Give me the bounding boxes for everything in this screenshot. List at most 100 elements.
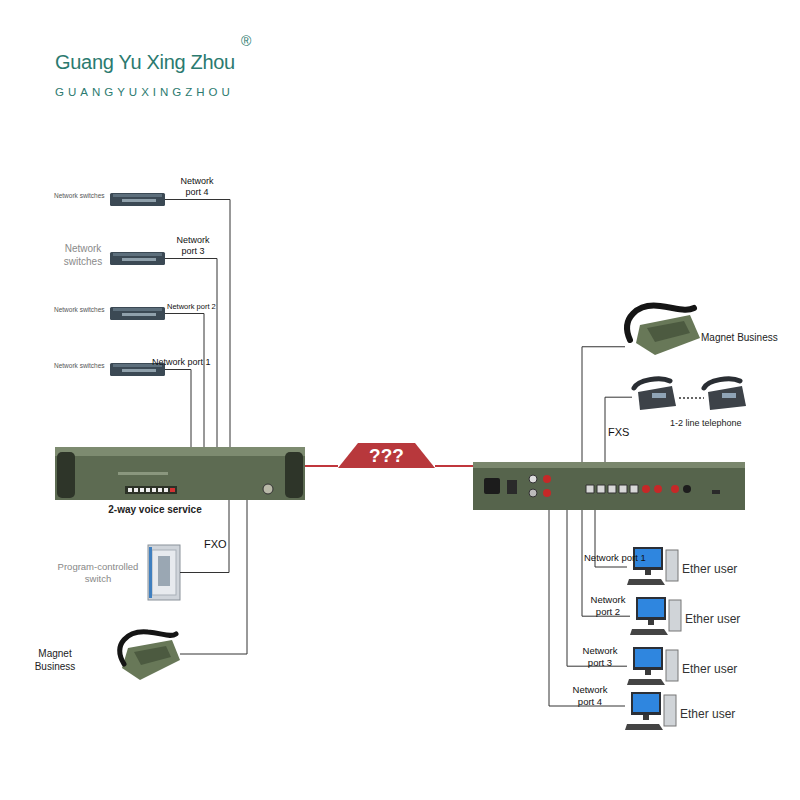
status-leds [128, 488, 168, 492]
switch-ports [122, 258, 156, 261]
monitor-screen [638, 599, 664, 617]
computer-illustration [627, 647, 678, 685]
desk-phone-illustration [634, 379, 746, 410]
phone-keypad [134, 646, 171, 665]
connector-line [582, 347, 625, 462]
port-label: Network port 2 [586, 594, 630, 618]
node-label: Ether user [682, 562, 737, 577]
round-connector [529, 475, 537, 483]
ether-user-pc: Ether user [625, 692, 677, 732]
switch-body [110, 193, 165, 206]
switch-top [113, 308, 162, 311]
node-label: Ether user [685, 612, 740, 627]
terminal-device-illustration [473, 462, 745, 510]
phone-body [122, 640, 180, 680]
computer-illustration [630, 597, 681, 635]
monitor-screen [635, 649, 661, 667]
switch-top [113, 194, 162, 197]
phone-handset [634, 379, 670, 388]
cabinet-body [148, 545, 180, 600]
keyboard [625, 724, 663, 730]
connector-line [165, 314, 204, 448]
cabinet-door [152, 550, 176, 595]
port-label: FXO [204, 538, 227, 552]
node-label: Network switches [60, 243, 106, 268]
brand-subtitle: GUANGYUXINGZHOU [55, 85, 234, 99]
status-led [712, 490, 720, 494]
keyboard [627, 679, 665, 685]
phone-body [638, 386, 676, 410]
power-socket [484, 478, 500, 494]
device-handle [57, 452, 75, 498]
alarm-led [170, 488, 175, 492]
device-front [473, 468, 745, 510]
switch-ports [122, 199, 156, 202]
pc-tower [666, 650, 678, 681]
ether-user-pc: Ether user [630, 597, 682, 637]
node-label: Network switches [54, 306, 105, 314]
port-label: Network port 2 [167, 302, 216, 311]
switch-ports [122, 369, 156, 372]
rf-connector [263, 484, 273, 494]
node-label: Magnet Business [701, 332, 778, 345]
cabinet-panel [158, 556, 170, 586]
connector-line [180, 500, 247, 654]
band-shape [338, 443, 435, 468]
device-front [55, 456, 305, 500]
phone-body [708, 386, 746, 410]
phone-screen [652, 393, 666, 398]
ether-user-pc: Ether user [627, 647, 679, 687]
device-top [473, 462, 745, 469]
device-handle [285, 452, 303, 498]
port-label: Network port 3 [578, 645, 622, 669]
power-switch [507, 480, 517, 494]
registered-mark: ® [241, 33, 251, 51]
switch-illustration [110, 193, 165, 206]
port-label: Network port 1 [584, 552, 646, 564]
connector-line [435, 465, 473, 467]
pc-tower [669, 600, 681, 631]
network-switch: Network switches [110, 252, 165, 265]
binding-post [671, 485, 679, 493]
round-connector [543, 475, 551, 483]
phone-handset [704, 379, 740, 388]
port-label: FXS [608, 426, 629, 440]
phone-handset [627, 306, 694, 340]
device-nameplate [118, 472, 168, 475]
cabinet-edge [149, 547, 152, 598]
device-top [55, 447, 305, 457]
binding-post [683, 485, 691, 493]
switch-illustration [110, 252, 165, 265]
keyboard [630, 629, 668, 635]
node-label: Ether user [682, 662, 737, 677]
dotted-continuation [679, 397, 704, 399]
node-label: Magnet Business [30, 648, 80, 673]
pc-tower [664, 695, 676, 726]
connector-line [605, 397, 632, 462]
monitor-stand [643, 715, 649, 720]
connector-line [305, 465, 338, 467]
network-switch: Network switches [110, 307, 165, 320]
monitor [631, 692, 661, 715]
network-switch: Network switches [110, 193, 165, 206]
node-label: Ether user [680, 707, 735, 722]
cabinet-illustration [148, 545, 180, 600]
led-panel [125, 486, 177, 494]
network-ports [586, 485, 638, 493]
port-label: Network port 3 [172, 235, 214, 258]
binding-post [642, 485, 650, 493]
line-telephones: 1-2 line telephone [632, 378, 745, 410]
binding-post [654, 485, 662, 493]
field-phone-illustration [627, 306, 700, 355]
switch-body [110, 307, 165, 320]
node-label: Network switches [54, 362, 105, 370]
magnet-phone: Magnet Business [118, 628, 180, 680]
keyboard [627, 579, 665, 585]
connector-line [165, 200, 230, 448]
monitor-screen [633, 694, 659, 712]
switch-top [113, 253, 162, 256]
field-phone-illustration [120, 632, 180, 680]
unknown-link-band: ??? [338, 443, 435, 468]
brand-name: Guang Yu Xing Zhou [55, 50, 235, 75]
